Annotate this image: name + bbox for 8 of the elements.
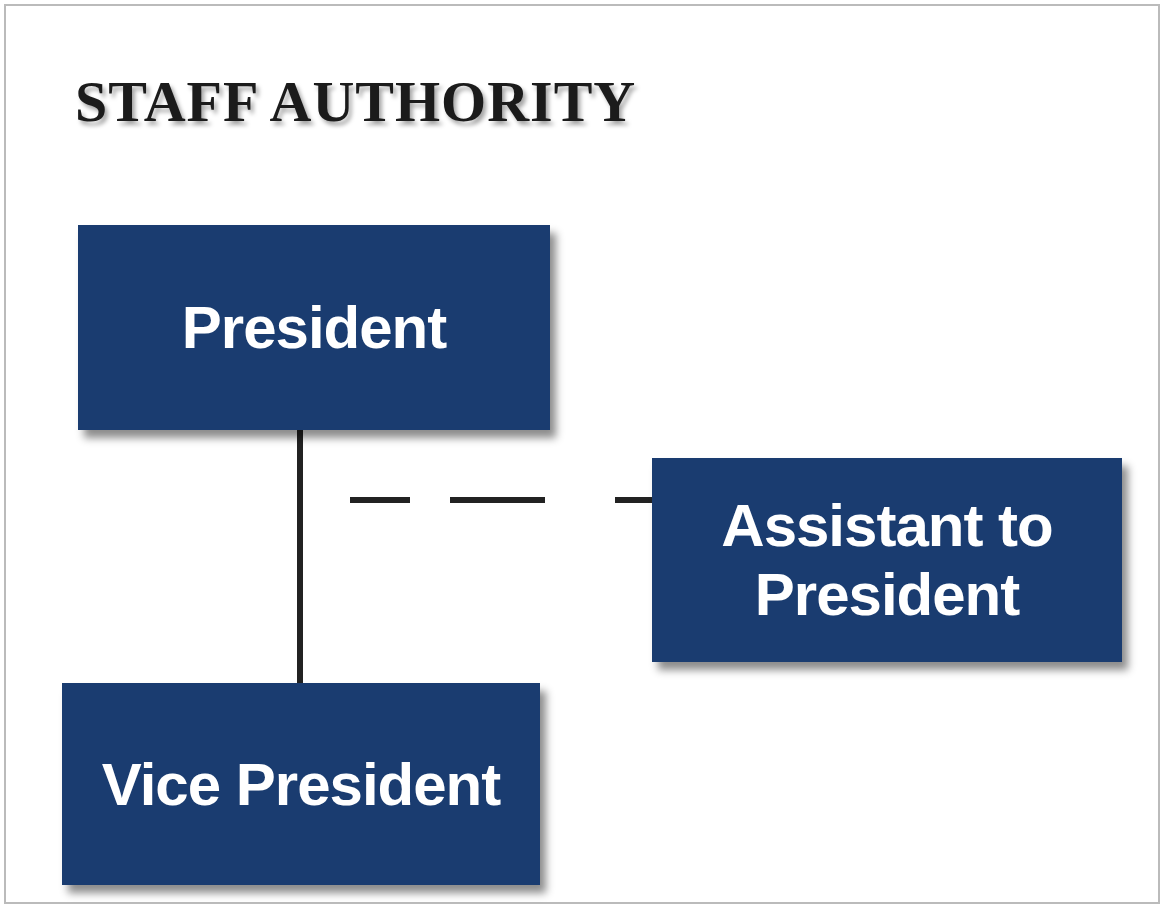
position-title: Assistant to President: [720, 491, 1054, 629]
position-box: [62, 683, 540, 885]
connector-line: [297, 430, 303, 683]
position-title: Vice President: [101, 749, 501, 819]
diagram-title: STAFF AUTHORITY: [75, 68, 637, 135]
position-box: [78, 225, 550, 430]
position-box: [652, 458, 1122, 662]
position-title: President: [181, 293, 447, 362]
